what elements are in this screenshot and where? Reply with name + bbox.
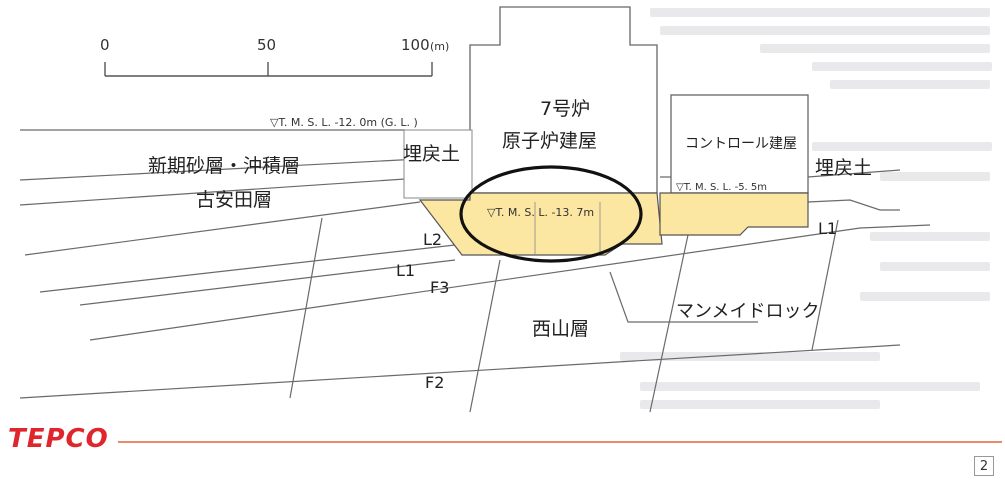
manmade-rock-control <box>659 192 809 236</box>
scale-unit: (m) <box>430 40 449 53</box>
manmade-rock-reactor <box>418 192 663 256</box>
manmade-rock-leader <box>609 271 758 323</box>
fault-f2-line <box>19 344 901 399</box>
fault-l1-right-label: L1 <box>818 219 837 238</box>
shinki-layer-label: 新期砂層・沖積層 <box>148 155 300 177</box>
fault-l2-line <box>39 244 456 293</box>
fault-f2-label: F2 <box>425 373 444 392</box>
koyasuda-base-line <box>24 201 421 256</box>
highlight-circle <box>459 165 643 263</box>
reactor-name-line2: 原子炉建屋 <box>502 130 597 152</box>
page-number: 2 <box>974 456 994 476</box>
fault-vertical-3 <box>649 234 689 413</box>
koyasuda-layer-label: 古安田層 <box>196 189 272 211</box>
fault-vertical-1 <box>289 217 323 399</box>
backfill-left-label: 埋戻土 <box>403 143 460 165</box>
fault-f3-line <box>89 224 931 341</box>
right-boundary-line <box>807 199 900 211</box>
fault-vertical-4 <box>811 219 839 351</box>
control-base-level-label: ▽T. M. S. L. -5. 5m <box>676 182 767 193</box>
fault-l2-label: L2 <box>423 230 442 249</box>
koyasuda-left-line <box>19 177 421 206</box>
fault-l1-left-label: L1 <box>396 261 415 280</box>
nishiyama-layer-label: 西山層 <box>532 318 589 340</box>
ground-level-label: ▽T. M. S. L. -12. 0m (G. L. ) <box>270 116 418 129</box>
scale-tick-0: 0 <box>100 36 110 54</box>
fault-f3-label: F3 <box>430 278 449 297</box>
scale-bar <box>104 62 433 77</box>
manmade-rock-label: マンメイドロック <box>676 301 819 322</box>
tepco-logo: TEPCO <box>8 424 109 454</box>
footer-rule <box>118 441 1002 443</box>
reactor-name-line1: 7号炉 <box>540 98 590 120</box>
fault-l1-line <box>79 259 456 306</box>
backfill-block <box>403 129 473 199</box>
scale-tick-100: 100 <box>401 36 430 54</box>
backfill-right-label: 埋戻土 <box>815 157 872 179</box>
fault-vertical-2 <box>469 259 501 413</box>
control-building-label: コントロール建屋 <box>685 136 797 152</box>
reactor-base-level-label: ▽T. M. S. L. -13. 7m <box>487 206 594 219</box>
scale-tick-50: 50 <box>257 36 276 54</box>
